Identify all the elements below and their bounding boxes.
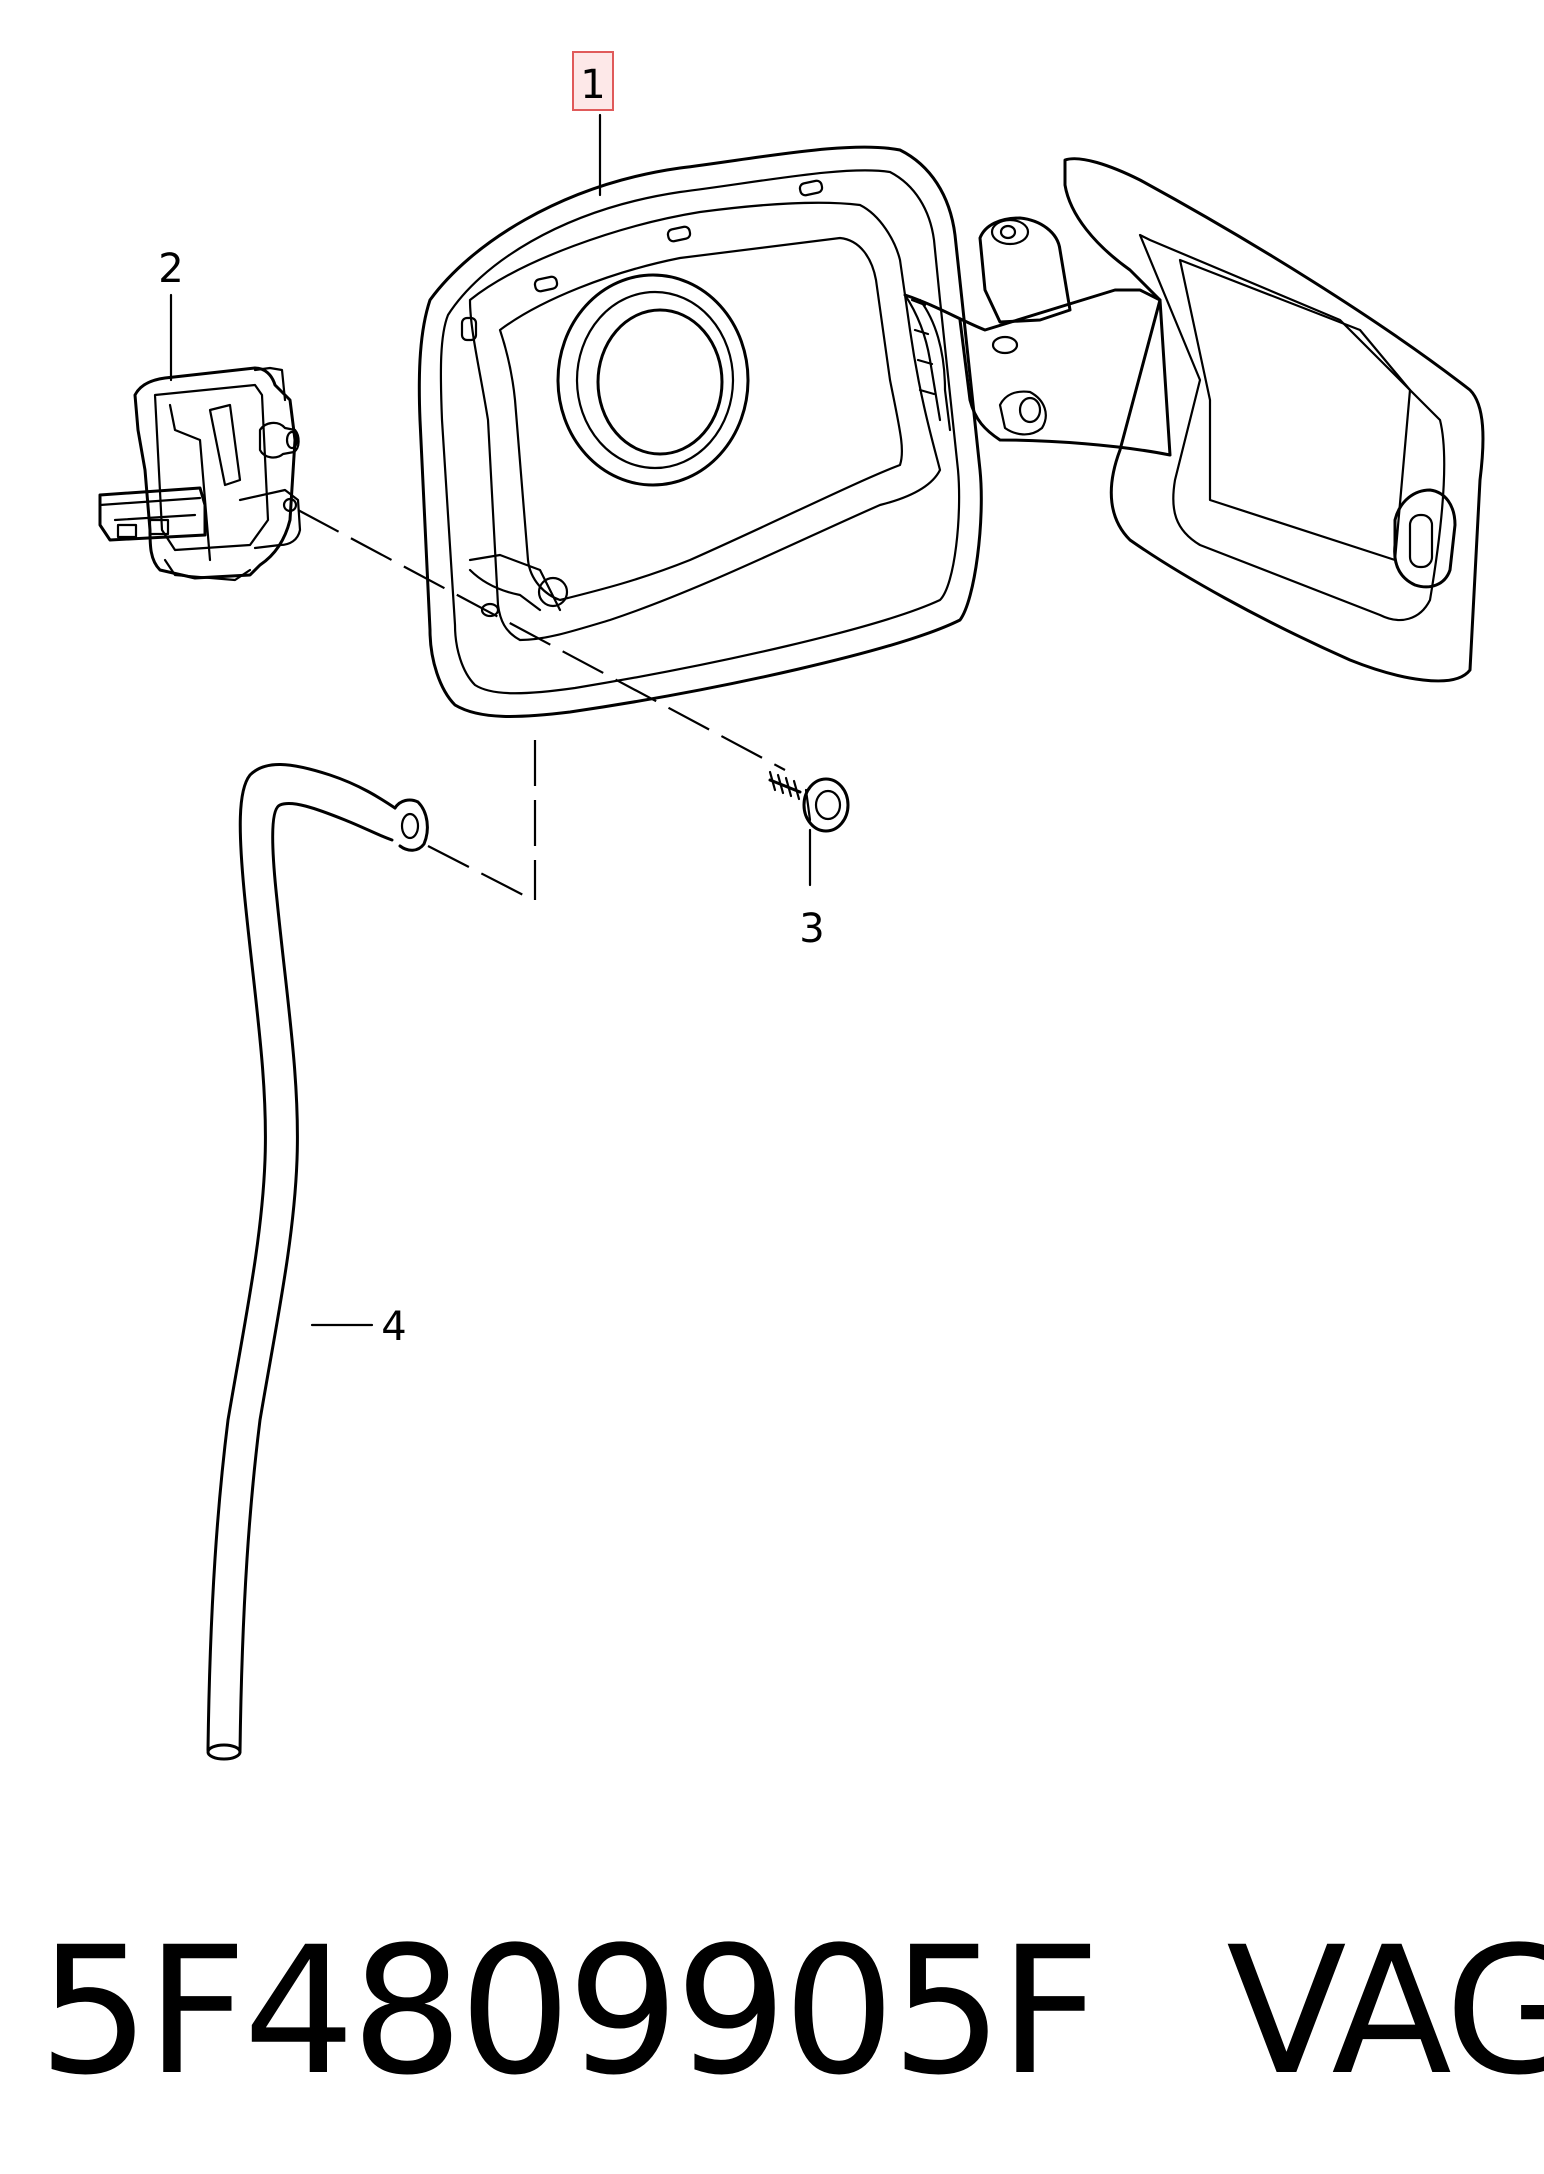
part-3-screw [768,770,850,833]
exploded-parts-diagram: 1 2 3 4 [98,51,1485,1761]
callout-4[interactable]: 4 [381,1304,406,1350]
callout-2[interactable]: 2 [158,246,183,292]
svg-text:1: 1 [580,62,605,108]
svg-text:3: 3 [799,906,824,952]
part-2-lock-actuator [98,366,302,582]
callout-leaders [169,113,812,1327]
part-number: 5F4809905F [38,1909,1100,2114]
part-4-drain-hose [206,763,429,1761]
assembly-lines [297,509,786,901]
callout-1[interactable]: 1 [572,51,614,111]
part-1-fuel-filler-housing [417,145,1485,718]
brand-name: VAG [1226,1909,1544,2114]
callout-3[interactable]: 3 [799,906,824,952]
svg-text:4: 4 [381,1304,406,1350]
svg-text:2: 2 [158,246,183,292]
part-number-footer: 5F4809905F VAG [38,1909,1544,2114]
